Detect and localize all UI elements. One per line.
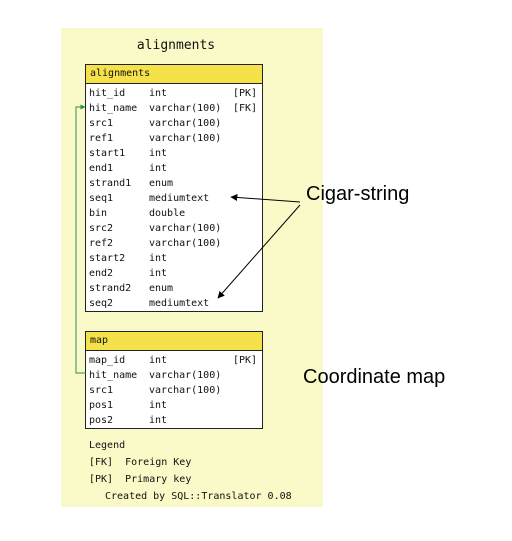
column-name: ref2 <box>89 238 114 249</box>
arrow-to-seq1 <box>230 193 301 203</box>
table-row: start2 int <box>86 251 262 266</box>
column-type: varchar(100) <box>149 370 222 381</box>
table-row: hit_id int [PK] <box>86 86 262 101</box>
column-type: varchar(100) <box>149 118 222 129</box>
column-name: start2 <box>89 253 126 264</box>
column-type: mediumtext <box>149 193 210 204</box>
table-row: src1 varchar(100) <box>86 116 262 131</box>
column-type: varchar(100) <box>149 223 222 234</box>
column-name: end2 <box>89 268 114 279</box>
legend-title: Legend <box>89 440 126 451</box>
column-type: varchar(100) <box>149 385 222 396</box>
table-row: seq2 mediumtext <box>86 296 262 311</box>
table-row: src1 varchar(100) <box>86 383 262 398</box>
table-row: hit_name varchar(100) <box>86 368 262 383</box>
diagram-title: alignments <box>136 38 216 53</box>
table-row: ref1 varchar(100) <box>86 131 262 146</box>
table-row: bin double <box>86 206 262 221</box>
column-name: map_id <box>89 355 126 366</box>
column-type: varchar(100) <box>149 103 222 114</box>
column-name: src2 <box>89 223 114 234</box>
table-row: end1 int <box>86 161 262 176</box>
table-row: src2 varchar(100) <box>86 221 262 236</box>
table-row: start1 int <box>86 146 262 161</box>
column-name: start1 <box>89 148 126 159</box>
column-type: int <box>149 88 168 99</box>
column-name: pos1 <box>89 400 114 411</box>
column-name: hit_name <box>89 370 138 381</box>
table-row: seq1 mediumtext <box>86 191 262 206</box>
column-type: int <box>149 355 168 366</box>
table-row: pos1 int <box>86 398 262 413</box>
legend-item-fk: [FK] Foreign Key <box>89 457 192 468</box>
column-name: src1 <box>89 118 114 129</box>
table-row: map_id int [PK] <box>86 353 262 368</box>
table-row: strand2 enum <box>86 281 262 296</box>
column-name: strand2 <box>89 283 132 294</box>
table-header: map <box>86 332 262 351</box>
column-name: end1 <box>89 163 114 174</box>
table-row: hit_name varchar(100) [FK] <box>86 101 262 116</box>
column-type: varchar(100) <box>149 133 222 144</box>
table-row: ref2 varchar(100) <box>86 236 262 251</box>
annotation-cigar-string: Cigar-string <box>306 183 410 205</box>
column-type: double <box>149 208 186 219</box>
column-type: mediumtext <box>149 298 210 309</box>
column-name: src1 <box>89 385 114 396</box>
column-name: seq1 <box>89 193 114 204</box>
arrow-to-seq2 <box>217 204 301 299</box>
table-header: alignments <box>86 65 262 84</box>
column-name: strand1 <box>89 178 132 189</box>
column-type: int <box>149 268 168 279</box>
legend-credit: Created by SQL::Translator 0.08 <box>105 491 292 502</box>
table-row: strand1 enum <box>86 176 262 191</box>
column-type: enum <box>149 283 174 294</box>
column-type: int <box>149 163 168 174</box>
column-name: pos2 <box>89 415 114 426</box>
column-name: hit_name <box>89 103 138 114</box>
column-type: int <box>149 253 168 264</box>
column-type: varchar(100) <box>149 238 222 249</box>
table-row: pos2 int <box>86 413 262 428</box>
relationship-line <box>75 104 86 374</box>
column-key: [PK] <box>233 355 258 366</box>
annotation-coordinate-map: Coordinate map <box>303 366 446 388</box>
column-type: int <box>149 148 168 159</box>
column-name: bin <box>89 208 108 219</box>
legend-item-pk: [PK] Primary key <box>89 474 192 485</box>
column-type: int <box>149 400 168 411</box>
table-row: end2 int <box>86 266 262 281</box>
column-type: int <box>149 415 168 426</box>
column-key: [PK] <box>233 88 258 99</box>
column-name: seq2 <box>89 298 114 309</box>
column-type: enum <box>149 178 174 189</box>
column-name: ref1 <box>89 133 114 144</box>
column-name: hit_id <box>89 88 126 99</box>
column-key: [FK] <box>233 103 258 114</box>
